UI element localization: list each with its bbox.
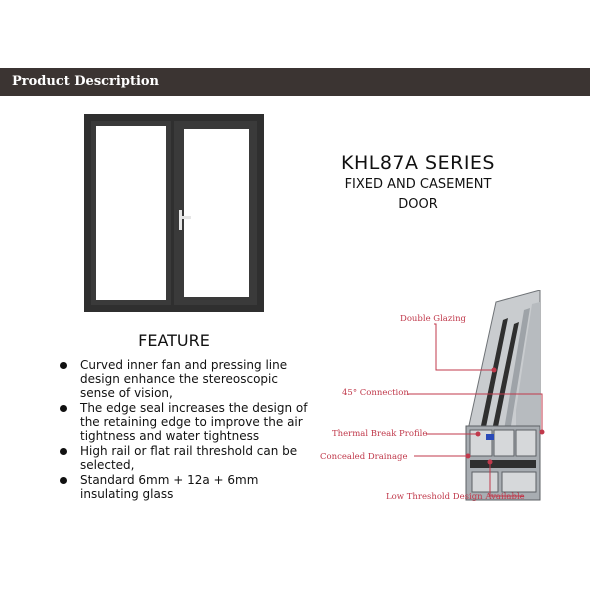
- door-handle-icon: [179, 210, 191, 230]
- feature-item: Standard 6mm + 12a + 6mm insulating glas…: [58, 473, 308, 501]
- callout-concealed-drainage: Concealed Drainage: [320, 452, 408, 462]
- feature-item: High rail or flat rail threshold can be …: [58, 444, 308, 472]
- feature-title: FEATURE: [138, 331, 210, 350]
- feature-text: Standard 6mm + 12a + 6mm insulating glas…: [80, 473, 259, 501]
- series-heading: KHL87A SERIES FIXED AND CASEMENT DOOR: [318, 152, 518, 214]
- feature-list: Curved inner fan and pressing line desig…: [58, 358, 308, 502]
- bullet-icon: [60, 448, 67, 455]
- feature-text: The edge seal increases the design of th…: [80, 401, 308, 443]
- callout-thermal-break: Thermal Break Profile: [332, 429, 428, 439]
- bullet-icon: [60, 362, 67, 369]
- profile-section-icon: [465, 290, 541, 501]
- series-subtitle-line2: DOOR: [398, 197, 438, 212]
- header-bar: Product Description: [0, 68, 590, 96]
- series-subtitle-line1: FIXED AND CASEMENT: [344, 177, 492, 192]
- fixed-panel-glass: [96, 126, 166, 300]
- callout-45-connection: 45° Connection: [342, 388, 409, 398]
- callout-double-glazing: Double Glazing: [400, 314, 466, 324]
- casement-panel-glass: [184, 129, 249, 297]
- callout-dots: [465, 367, 545, 465]
- feature-text: Curved inner fan and pressing line desig…: [80, 358, 288, 400]
- bullet-icon: [60, 405, 67, 412]
- feature-item: The edge seal increases the design of th…: [58, 401, 308, 443]
- feature-item: Curved inner fan and pressing line desig…: [58, 358, 308, 400]
- callout-low-threshold: Low Threshold Design Available: [386, 492, 525, 502]
- feature-text: High rail or flat rail threshold can be …: [80, 444, 298, 472]
- bullet-icon: [60, 477, 67, 484]
- callout-leaders: [408, 323, 543, 497]
- door-illustration: [84, 114, 264, 312]
- series-name: KHL87A SERIES: [341, 152, 495, 174]
- header-title: Product Description: [12, 74, 160, 89]
- profile-diagram: [408, 290, 545, 501]
